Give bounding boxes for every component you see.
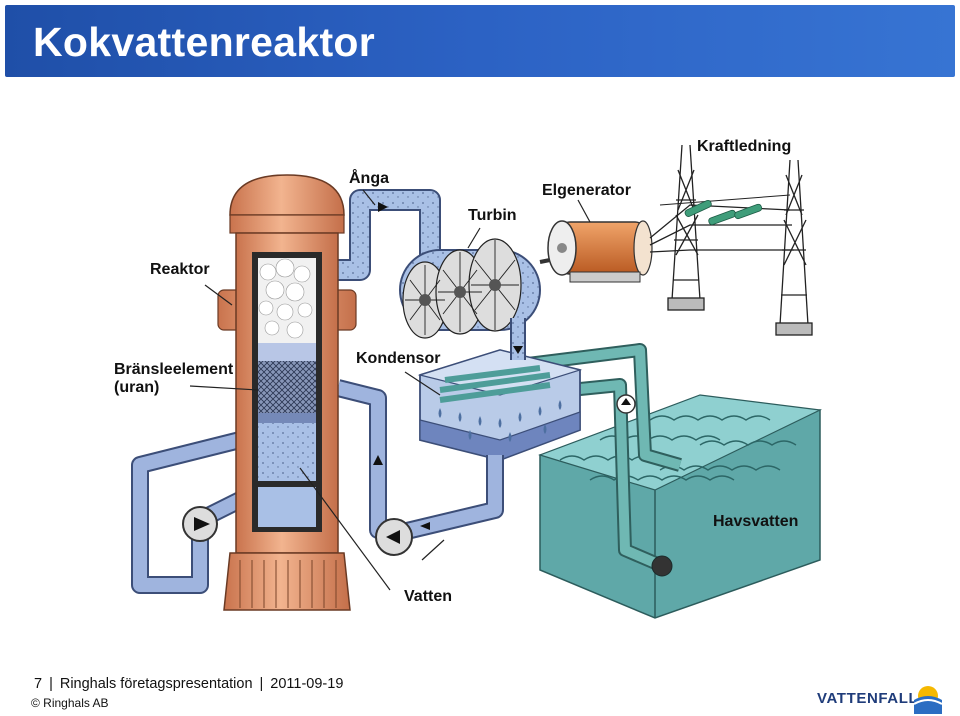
footer-line: 7 | Ringhals företagspresentation | 2011-09-… <box>34 676 343 692</box>
label-bransleelement-uran: (uran) <box>114 379 159 396</box>
label-bransleelement: Bränsleelement <box>114 361 234 378</box>
power-pylons <box>649 144 813 336</box>
footer-separator: | <box>49 676 53 692</box>
page-number: 7 <box>34 676 43 692</box>
insulators <box>684 199 763 226</box>
turbine <box>399 238 561 339</box>
title-bar: Kokvattenreaktor <box>5 5 955 77</box>
footer-company: Ringhals företagspresentation <box>59 676 253 692</box>
footer-separator-2: | <box>259 676 264 692</box>
label-reaktor: Reaktor <box>150 261 210 278</box>
label-kraftledning: Kraftledning <box>697 138 791 155</box>
label-pointers <box>189 189 591 591</box>
steam-pipe <box>330 189 441 281</box>
label-vatten: Vatten <box>404 588 452 605</box>
feedwater-pump <box>375 518 413 556</box>
vattenfall-logo-text: VATTENFALL <box>817 690 919 707</box>
label-elgenerator: Elgenerator <box>542 182 631 199</box>
turbine-condenser-pipe <box>510 318 526 360</box>
generator <box>547 220 653 283</box>
vattenfall-sun-wave-icon <box>913 686 943 714</box>
sea-basin <box>538 394 823 619</box>
label-anga: Ånga <box>349 168 389 187</box>
footer-date: 2011-09-19 <box>270 676 344 692</box>
label-kondensor: Kondensor <box>356 350 440 367</box>
slide-title: Kokvattenreaktor <box>33 19 376 65</box>
copyright: © Ringhals AB <box>31 696 109 710</box>
condenser <box>417 349 583 461</box>
reactor-vessel <box>217 174 357 611</box>
label-turbin: Turbin <box>468 207 517 224</box>
recirculation-pump <box>182 506 218 542</box>
label-havsvatten: Havsvatten <box>713 513 798 530</box>
